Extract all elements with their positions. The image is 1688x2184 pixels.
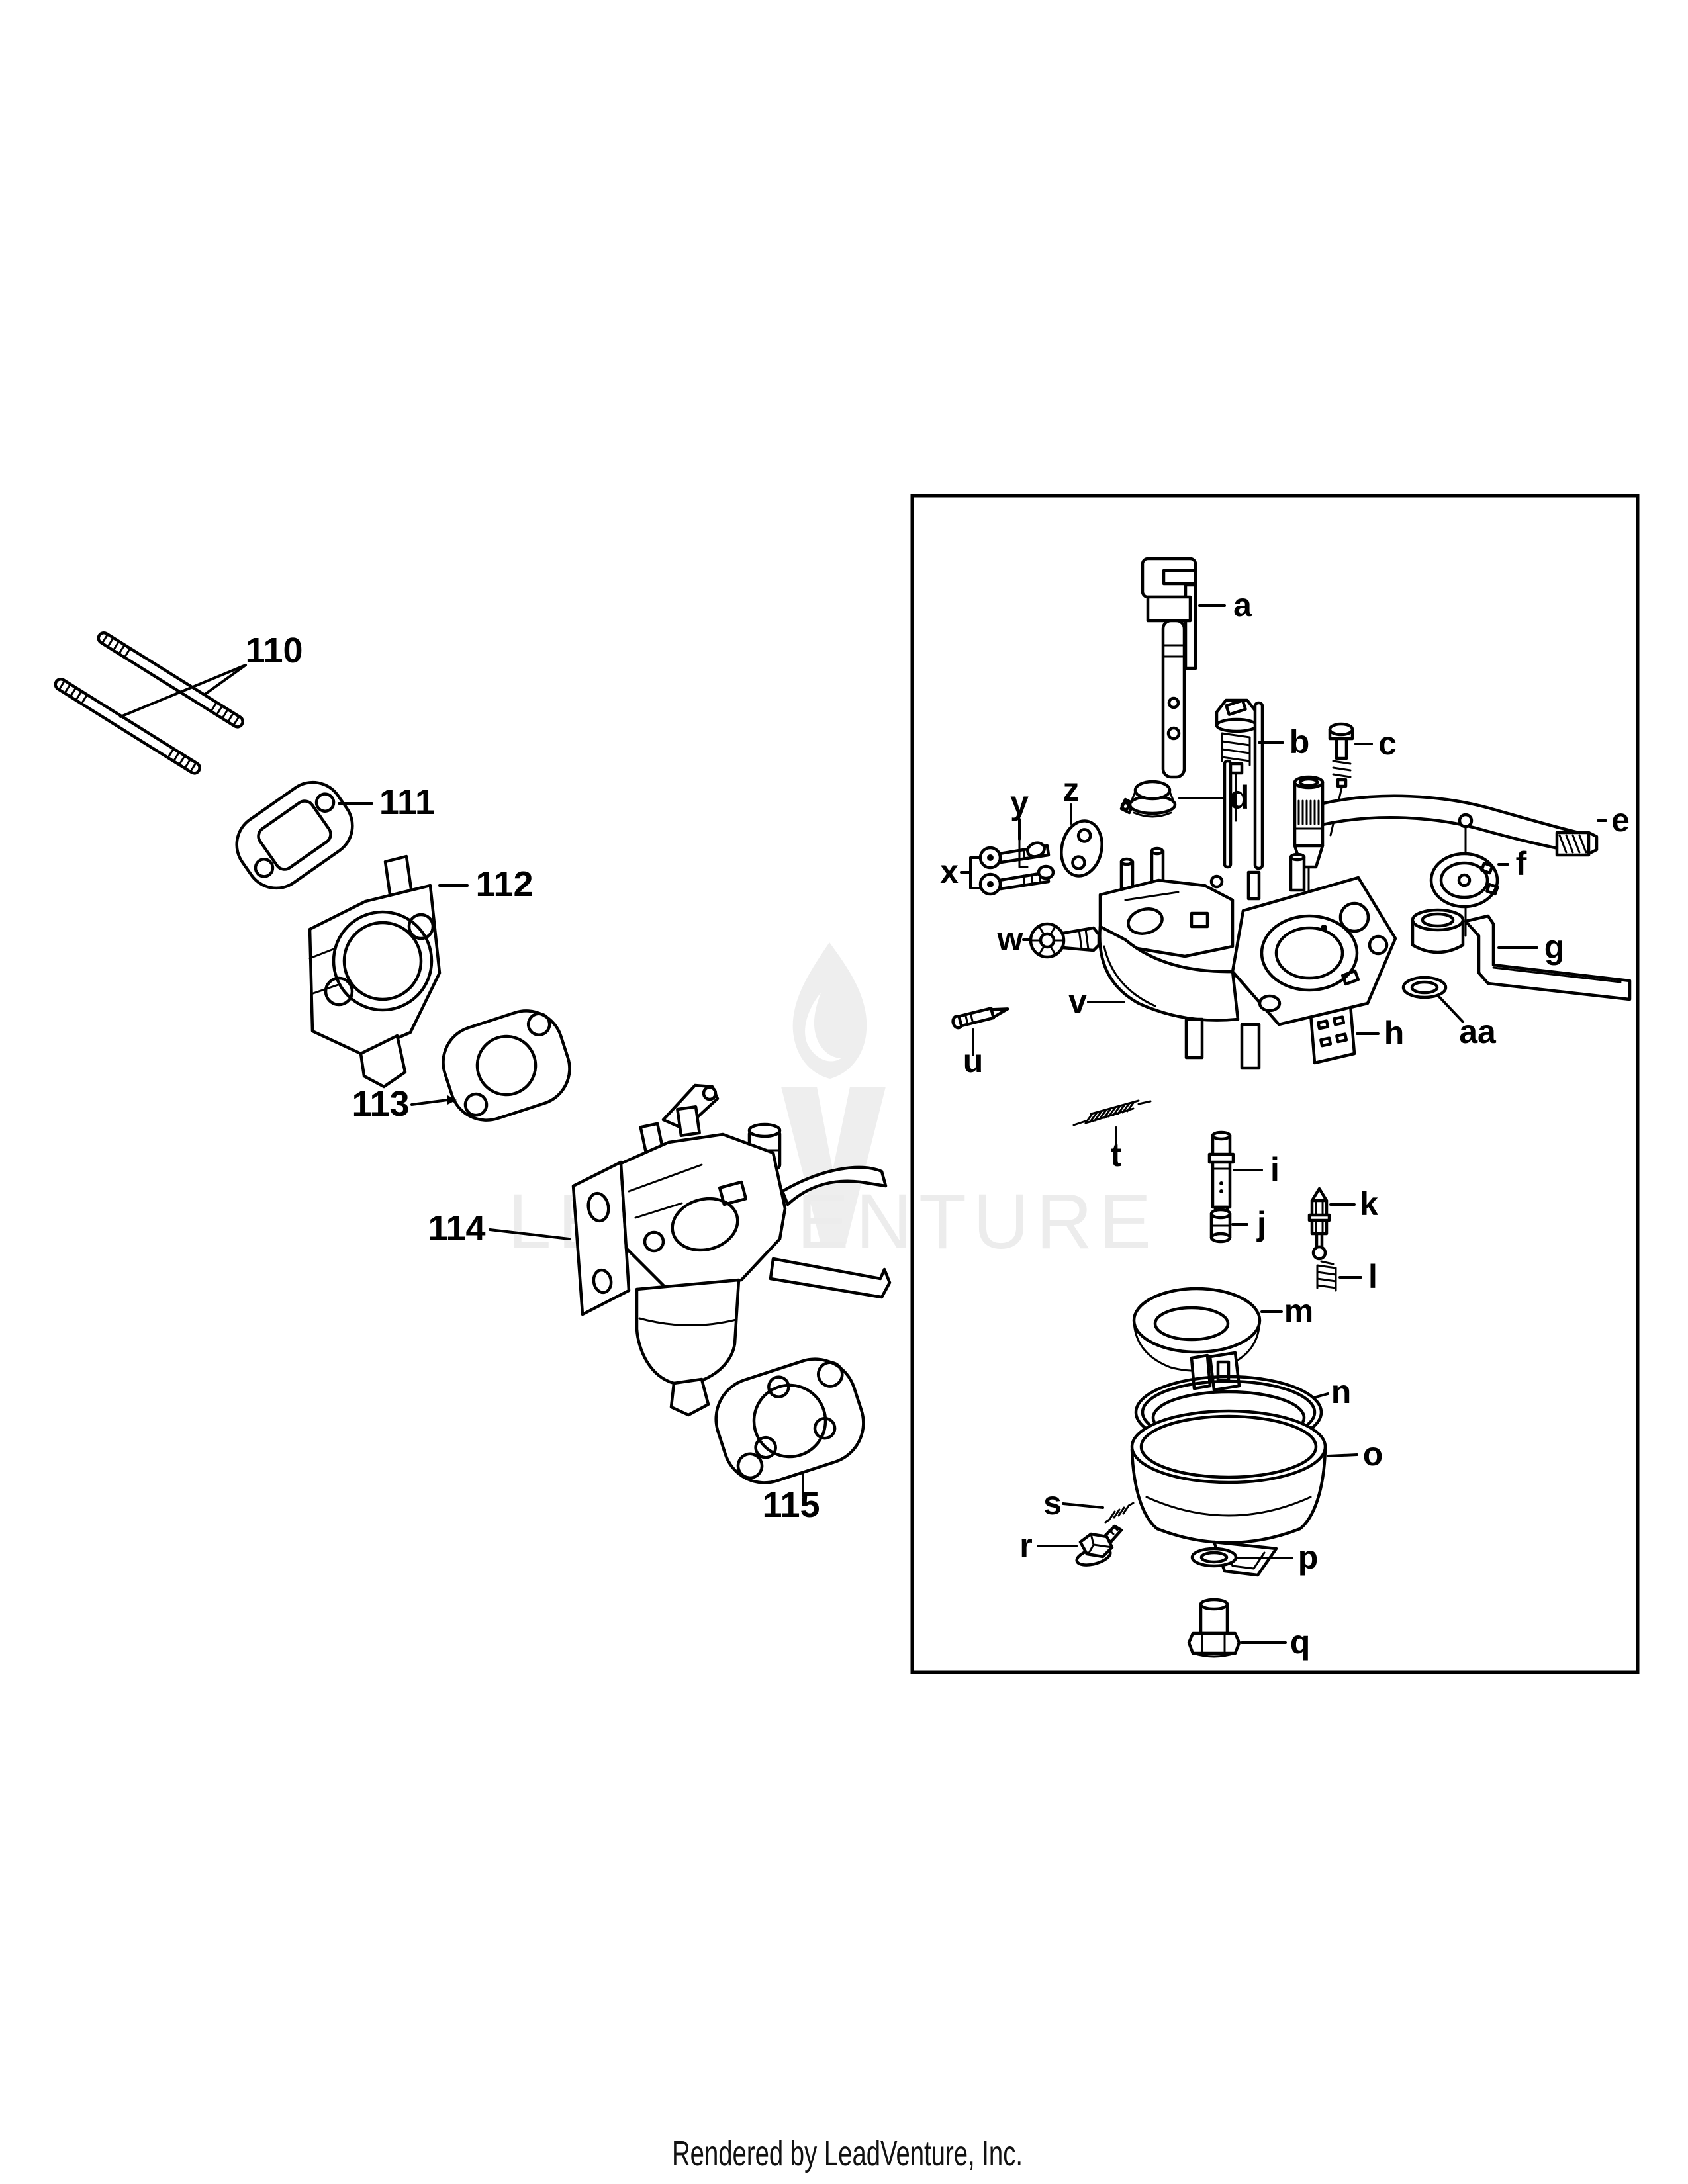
footer-credit: Rendered by LeadVenture, Inc. [672,2134,1023,2173]
callout-g: g [1544,929,1565,966]
part-113-gasket [442,1009,571,1122]
part-110-studs [54,631,244,775]
part-k-float-needle [1307,1187,1331,1261]
callout-l: l [1368,1258,1378,1295]
leader-aa [1438,995,1464,1023]
part-z-choke-plate [1060,819,1103,878]
part-aa-washer [1401,976,1448,999]
part-j-main-jet [1209,1208,1232,1244]
leader-114 [489,1228,571,1240]
part-p-washer [1190,1547,1238,1568]
callout-s: s [1043,1484,1062,1522]
part-112-insulator [308,854,442,1089]
callout-k: k [1360,1185,1378,1222]
callout-q: q [1290,1623,1311,1661]
callout-b: b [1289,723,1310,760]
callout-labels: 110 111 112 113 114 115 a b c d e f g h … [245,586,1629,1661]
part-t-spring [1072,1099,1152,1126]
part-u-needle-jet [951,1007,1009,1030]
callout-j: j [1256,1205,1266,1242]
part-w-idle-screw [1029,922,1101,959]
part-d-choke-cap [1119,780,1177,818]
callout-z: z [1063,771,1080,808]
detail-box-border [910,494,1640,1674]
leader-x [960,856,981,889]
part-114-carburetor-assembly [571,1083,892,1417]
callout-y: y [1010,784,1029,821]
part-m-float [1132,1287,1262,1392]
v-mark-icon [781,1087,886,1244]
leader-110 [119,664,247,718]
callout-o: o [1363,1435,1383,1473]
callout-111: 111 [379,782,435,822]
callout-e: e [1611,801,1630,839]
callout-114: 114 [428,1208,485,1248]
leader-lines [119,604,1607,1644]
part-q-drain-plug [1187,1598,1241,1658]
part-l-spring [1316,1260,1337,1292]
callout-f: f [1516,845,1527,882]
part-v-carburetor-body [1098,701,1397,1070]
part-a-choke-shaft [1141,557,1197,779]
leader-o [1327,1453,1358,1457]
callout-u: u [963,1042,984,1079]
callout-aa: aa [1459,1013,1497,1050]
flame-inner-cut [805,993,842,1062]
callout-a: a [1233,586,1252,623]
callout-m: m [1284,1293,1313,1330]
leader-n [1312,1392,1329,1399]
callout-112: 112 [475,864,533,904]
part-115-gasket [714,1357,865,1484]
part-y-clip-rings [1018,838,1055,880]
callout-x: x [940,853,959,890]
part-g-pivot-arm [1411,908,1632,1001]
callout-110: 110 [245,631,303,670]
callout-n: n [1331,1373,1352,1410]
callout-113: 113 [352,1084,409,1124]
callout-115: 115 [762,1485,820,1525]
part-r-drain-bolt [1075,1524,1123,1567]
callout-h: h [1384,1015,1405,1052]
callout-d: d [1229,779,1250,816]
part-x-screws [978,844,1051,896]
callout-t: t [1111,1136,1122,1173]
part-c-screw [1328,722,1354,837]
leader-s [1062,1502,1104,1509]
callout-p: p [1298,1539,1319,1576]
callout-r: r [1019,1527,1032,1564]
part-111-gasket [235,780,354,890]
leader-113-arrowhead [447,1095,457,1105]
part-i-main-nozzle [1207,1130,1235,1221]
part-s-drain-spring [1104,1502,1135,1524]
callout-c: c [1378,725,1397,762]
leader-113 [410,1099,449,1106]
box-parts [951,557,1632,1658]
callout-w: w [997,921,1023,958]
callout-i: i [1270,1151,1280,1188]
callout-v: v [1068,983,1087,1020]
